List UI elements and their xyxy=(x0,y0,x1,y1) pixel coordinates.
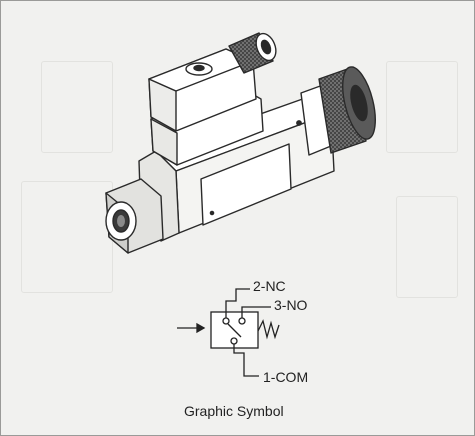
nc-lead xyxy=(225,288,250,318)
no-lead xyxy=(241,306,271,318)
ghost-box-lower-right xyxy=(396,196,458,298)
side-plate xyxy=(200,143,292,226)
switch-symbol xyxy=(177,288,280,377)
diagram-caption: Graphic Symbol xyxy=(184,403,284,419)
plate-screw xyxy=(209,210,215,216)
spring-icon xyxy=(257,319,280,340)
com-lead xyxy=(233,344,259,377)
port-label-no: 3-NO xyxy=(274,297,308,313)
body-screw xyxy=(296,120,302,126)
port-label-com: 1-COM xyxy=(263,369,309,385)
port-label-nc: 2-NC xyxy=(253,278,286,294)
ghost-box-right xyxy=(386,61,458,153)
ghost-box-left xyxy=(41,61,113,153)
connector-screw xyxy=(193,64,205,72)
